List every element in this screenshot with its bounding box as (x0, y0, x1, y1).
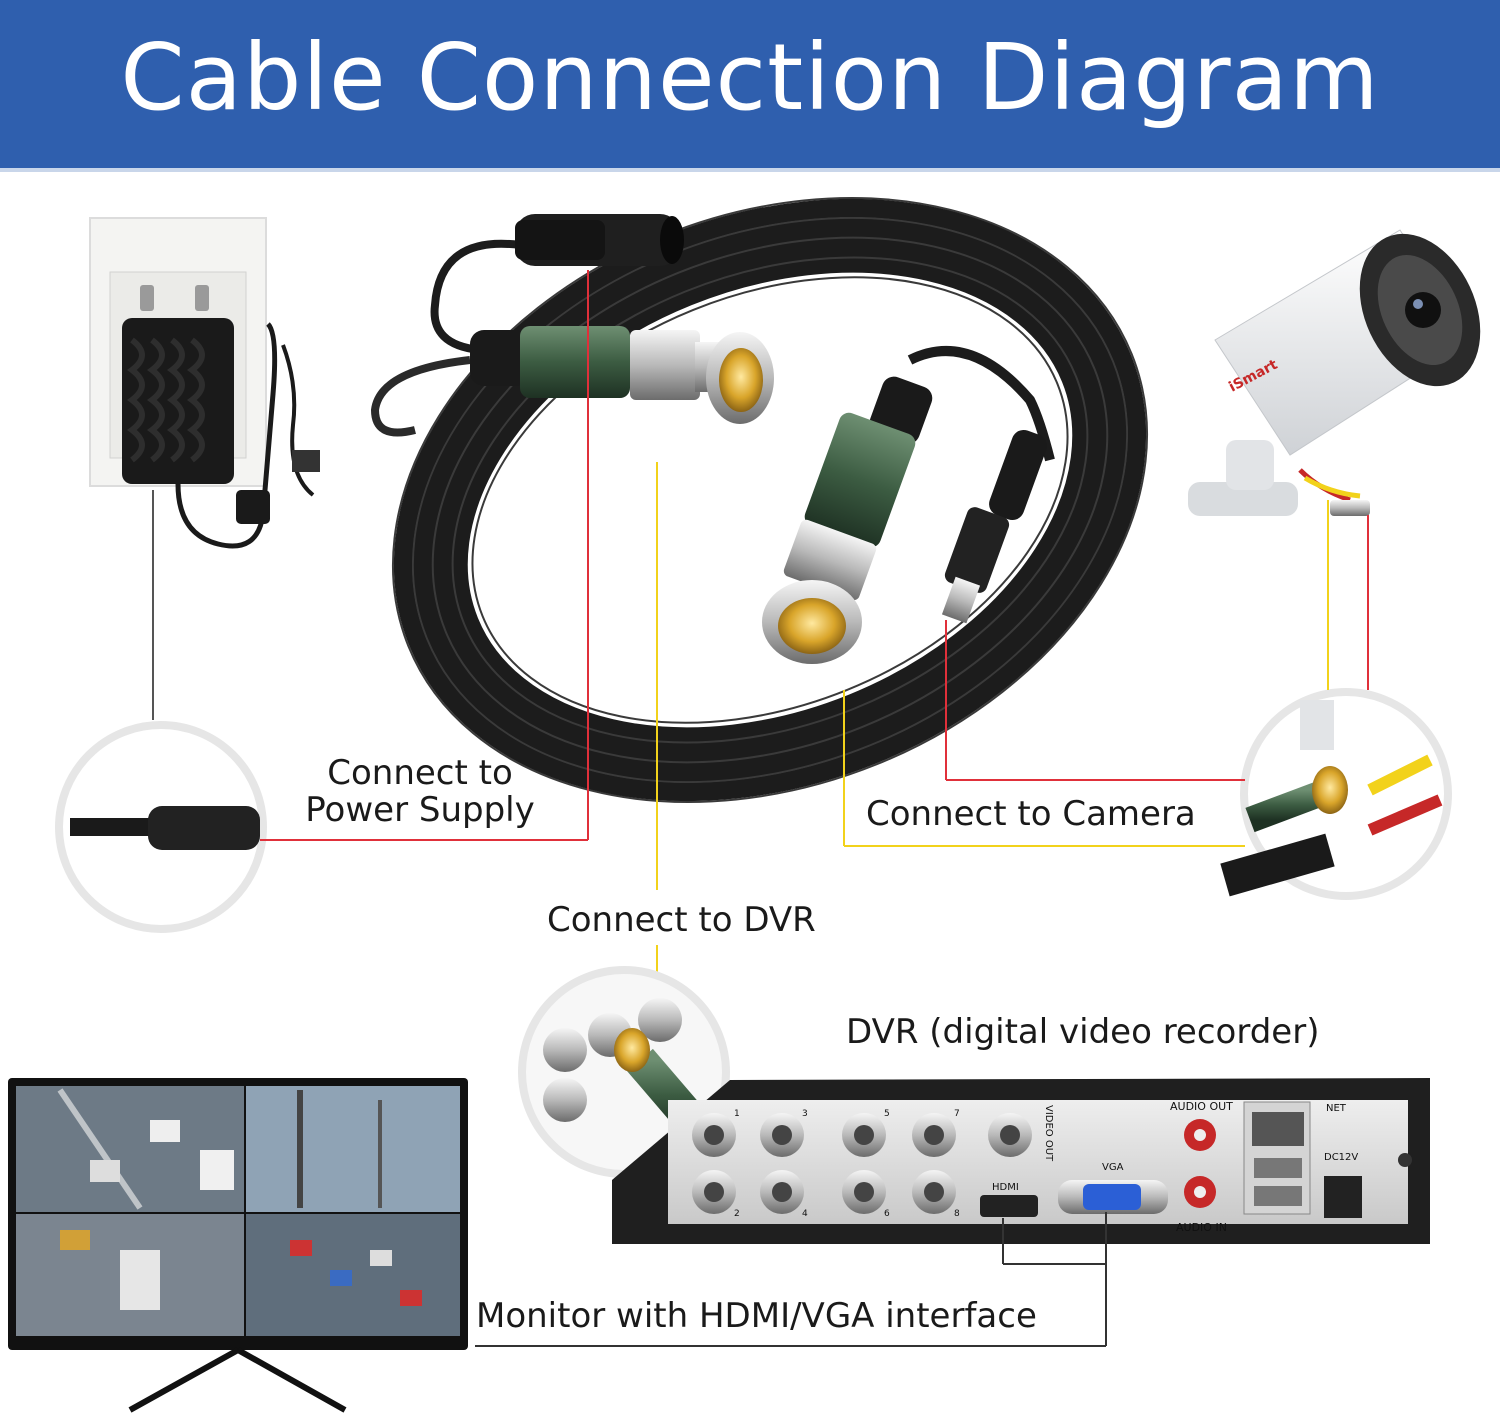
ch-3: 3 (802, 1109, 808, 1119)
bullet-camera (1188, 229, 1481, 516)
page-title: Cable Connection Diagram (120, 24, 1380, 131)
audio-in-label: AUDIO IN (1176, 1221, 1227, 1234)
vga-label: VGA (1102, 1162, 1124, 1173)
bnc-connector-lower (762, 346, 1055, 664)
dc-port (1324, 1176, 1362, 1218)
power-adapter (89, 217, 320, 720)
camera-zoom-circle (843, 500, 1452, 900)
monitor-label: Monitor with HDMI/VGA interface (476, 1296, 1037, 1336)
hdmi-label: HDMI (992, 1182, 1019, 1193)
ch-7: 7 (954, 1109, 960, 1119)
dc-female-plug (515, 214, 684, 266)
net-label: NET (1326, 1103, 1347, 1114)
bnc-inputs (692, 1113, 1032, 1214)
power-zoom-circle (55, 270, 589, 933)
hdmi-port (980, 1195, 1038, 1217)
ch-5: 5 (884, 1109, 890, 1119)
video-out-label: VIDEO OUT (1043, 1105, 1054, 1162)
ch-2: 2 (734, 1209, 740, 1219)
vga-port (1083, 1184, 1141, 1210)
ch-1: 1 (734, 1109, 740, 1119)
dvr-device (475, 1078, 1430, 1347)
camera-label: Connect to Camera (866, 794, 1196, 834)
power-label-line1: Connect to (327, 753, 513, 793)
dc-male-plug (941, 429, 1047, 624)
dc-label: DC12V (1324, 1152, 1358, 1163)
bnc-connector-top (470, 326, 774, 424)
audio-out-label: AUDIO OUT (1170, 1100, 1233, 1113)
ch-4: 4 (802, 1209, 808, 1219)
net-port (1252, 1112, 1304, 1146)
dvr-device-label: DVR (digital video recorder) (846, 1012, 1320, 1052)
ch-6: 6 (884, 1209, 890, 1219)
dvr-label: Connect to DVR (547, 900, 816, 940)
monitor (8, 1078, 468, 1413)
title-banner: Cable Connection Diagram (0, 0, 1500, 172)
power-label-line2: Power Supply (305, 790, 535, 830)
ch-8: 8 (954, 1209, 960, 1219)
